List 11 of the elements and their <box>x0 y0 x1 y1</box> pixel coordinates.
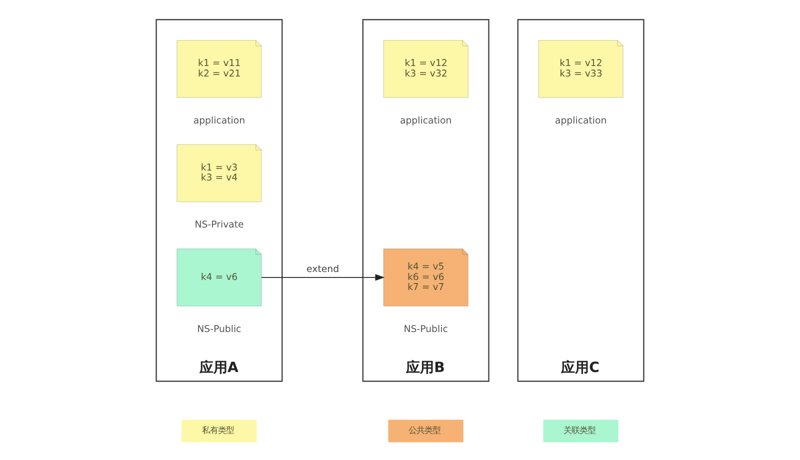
node-label: NS-Public <box>404 324 448 335</box>
node-label: NS-Public <box>197 324 242 335</box>
edge-label: extend <box>306 264 340 275</box>
node-label: application <box>193 115 246 126</box>
node-label: application <box>554 115 607 126</box>
node-label: application <box>400 115 452 126</box>
legend-label: 私有类型 <box>202 425 234 436</box>
legend-label: 公共类型 <box>408 425 440 436</box>
legend-label: 关联类型 <box>563 425 596 436</box>
node-label: NS-Private <box>194 220 244 231</box>
arrow <box>261 274 385 281</box>
